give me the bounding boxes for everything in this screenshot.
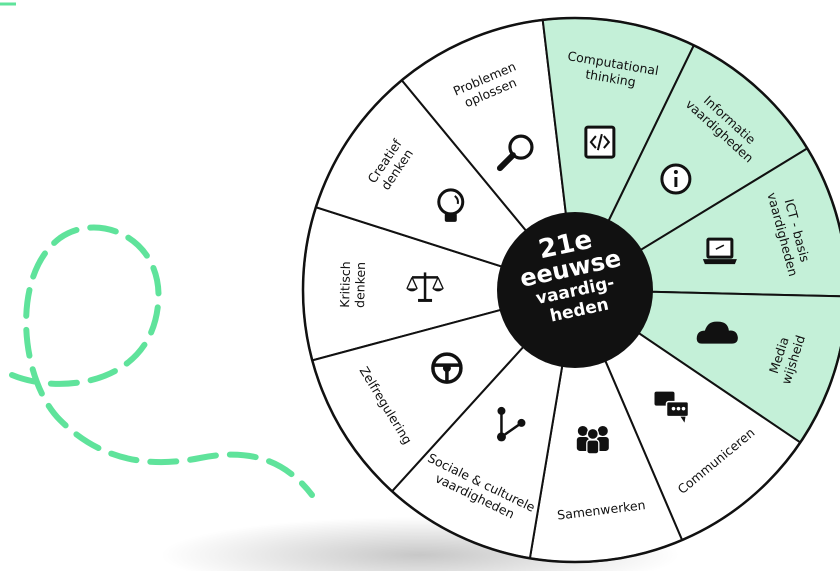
segment-label-line: denken	[352, 262, 368, 308]
segment-informatie-vaardigheden: Informatievaardigheden	[606, 44, 809, 252]
dashed-swirl-decoration	[9, 224, 315, 498]
segment-sociale-culturele-vaardigheden: Sociale & culturelevaardigheden	[390, 344, 564, 560]
magnifier-icon	[496, 134, 534, 172]
laptop-icon	[702, 237, 737, 265]
wheel-center: 21eeeuwsevaardig-heden	[497, 212, 653, 368]
scales-icon	[406, 272, 445, 302]
center-disc	[497, 212, 653, 368]
segment-problemen-oplossen: Problemenoplossen	[400, 18, 568, 233]
steering-wheel-icon	[431, 352, 463, 384]
lightbulb-icon	[437, 188, 465, 222]
skills-wheel: KritischdenkenCreatiefdenkenProblemenopl…	[301, 16, 840, 564]
wheel-outline	[301, 16, 840, 564]
info-icon	[660, 163, 692, 195]
segment-label-line: Kritisch	[337, 261, 353, 308]
segment-computational-thinking: Computationalthinking	[541, 17, 696, 223]
segment-ict-basis-vaardigheden: ICT - basisvaardigheden	[638, 147, 840, 298]
chat-bubbles-icon	[654, 391, 690, 423]
segment-label: Kritischdenken	[337, 261, 368, 308]
network-icon	[496, 406, 526, 442]
segment-samenwerken: Samenwerken	[528, 358, 684, 563]
code-device-icon	[584, 125, 616, 159]
cloud-icon	[696, 321, 738, 344]
people-icon	[576, 425, 609, 455]
